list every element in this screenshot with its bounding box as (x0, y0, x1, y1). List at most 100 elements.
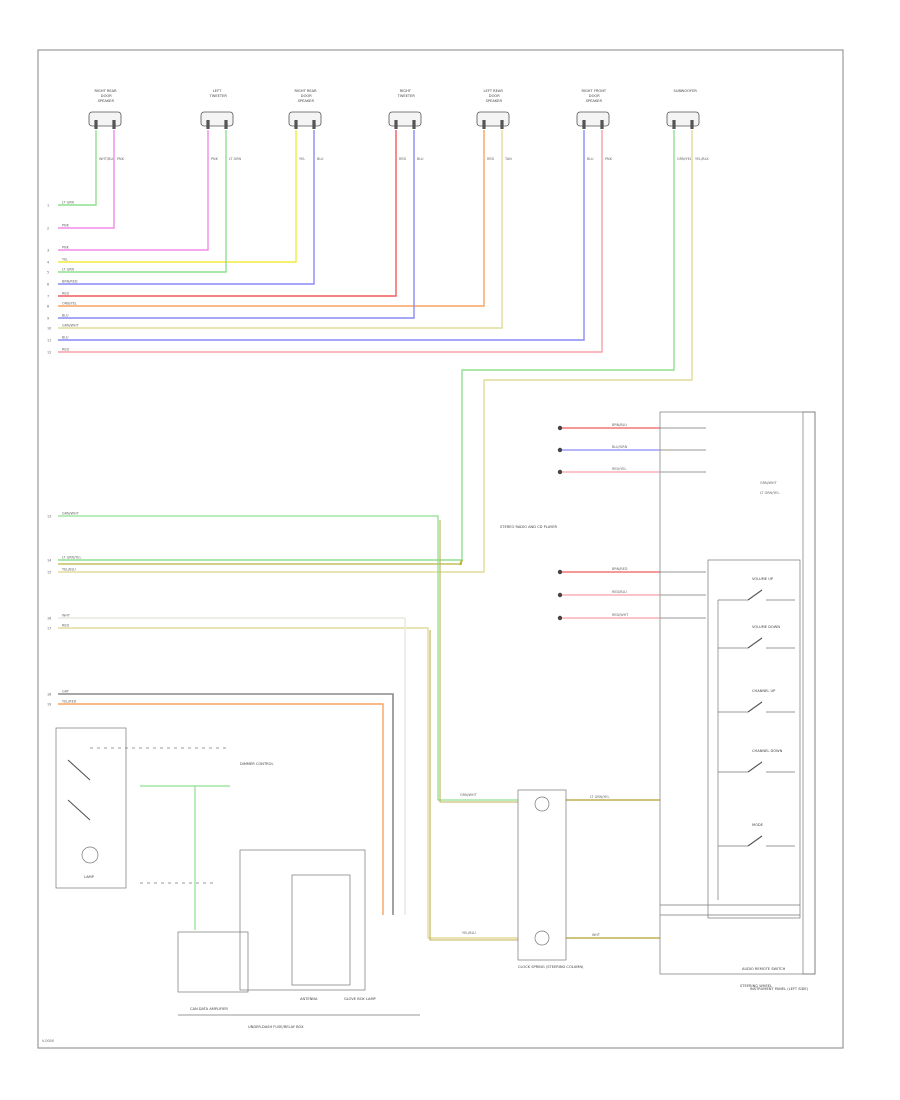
connector-label: DOOR (589, 94, 600, 98)
speaker-wire (58, 130, 485, 307)
connector-label: RIGHT (400, 89, 412, 93)
connector-pin (112, 120, 116, 129)
connector-pin (294, 120, 298, 129)
junction-label: UNDER-DASH FUSE/RELAY BOX (248, 1025, 304, 1029)
connector-wire-label: WHT/BLU (99, 157, 115, 161)
switch-wire-label: GRN/WHT (760, 481, 778, 485)
switch-label: MODE (752, 823, 764, 827)
bus-wire-label: PNK (62, 246, 70, 250)
clock-wire-label: YEL/BLU (462, 931, 476, 935)
bus-pin-number: 1 (47, 203, 49, 207)
bus-wire-label: LT GRN (62, 201, 75, 205)
connector-wire-label: YEL (299, 157, 305, 161)
connector-label: DOOR (101, 94, 112, 98)
radio-plug-dot (557, 425, 563, 431)
amplifier-box (177, 931, 249, 993)
bus-pin-number: 2 (47, 226, 49, 230)
bus-pin-number: 9 (47, 316, 49, 320)
connector-wire-label: RED (399, 157, 406, 161)
bus-wire-label: BLU (62, 336, 69, 340)
connector-pin (582, 120, 586, 129)
bus-wire-label: GRN/WHT (62, 324, 80, 328)
radio-plug-label: RED/BLU (612, 590, 627, 594)
bus-pin-number: 6 (47, 282, 49, 286)
speaker-wire (58, 130, 585, 341)
bus-wire-label: BRN/RED (62, 280, 78, 284)
subwoofer-wire-tan (58, 130, 693, 573)
dimmer-switch-blade-2 (67, 799, 91, 821)
dash-label: INSTRUMENT PANEL (LEFT SIDE) (750, 987, 809, 991)
connector-pin (600, 120, 604, 129)
bus-wire-label: LT GRN (62, 268, 75, 272)
radio-label: STEREO RADIO AND CD PLAYER (500, 525, 557, 529)
bus-pin-number: 10 (47, 326, 51, 330)
clock-spring-coil-top (534, 796, 550, 812)
connector-body (288, 111, 322, 127)
white-wire (58, 617, 406, 915)
connector-body (576, 111, 610, 127)
connector-wire-label: BLU (317, 157, 324, 161)
mid-wire-label: WHT (62, 614, 71, 618)
connector-wire-label: BLU (417, 157, 424, 161)
connector-label: LEFT REAR (484, 89, 504, 93)
antenna-inner (291, 874, 351, 986)
clock-spring-coil-bottom (534, 930, 550, 946)
connector-body (476, 111, 510, 127)
connector-body (666, 111, 700, 127)
mid-wire-label: RED (62, 624, 69, 628)
connector-body (388, 111, 422, 127)
amplifier-label: CAN DATA AMPLIFIER (190, 1007, 228, 1011)
connector-pin (394, 120, 398, 129)
connector-wire-label: YEL/BLK (695, 157, 709, 161)
connector-wire-label: BLU (587, 157, 594, 161)
radio-plugs: BRN/BLUBLU/GRNRED/YELBRN/REDRED/BLURED/W… (557, 423, 706, 621)
radio-plug-dot (557, 447, 563, 453)
speaker-wire (58, 130, 97, 206)
mid-wire-label: GRN/WHT (62, 512, 80, 516)
antenna-label: ANTENNA (300, 997, 318, 1001)
steering-wheel-label: STEERING WHEEL (740, 984, 772, 988)
clock-wire-label: WHT (592, 933, 601, 937)
connector-label: TWEETER (397, 94, 416, 98)
connector-body (200, 111, 234, 127)
mid-pin-number: 13 (47, 514, 51, 518)
radio-housing (659, 411, 816, 975)
switch-contact (747, 637, 763, 649)
clock-spring-label: CLOCK SPRING (STEERING COLUMN) (518, 965, 584, 969)
clock-spring-wire-1b (439, 520, 518, 803)
speaker-wire (58, 130, 315, 285)
speaker-wire (58, 130, 227, 273)
stereo-radio: STEREO RADIO AND CD PLAYER BRN/BLUBLU/GR… (500, 411, 816, 975)
bus-wire-label: ORN/YEL (62, 302, 77, 306)
speaker-wire (58, 130, 415, 319)
connector-pin (672, 120, 676, 129)
switch-contact (747, 835, 763, 847)
clock-spring-box (517, 789, 567, 961)
clock-spring-wire-1 (58, 515, 518, 801)
mid-pin-number: 17 (47, 626, 51, 630)
connector-pin (412, 120, 416, 129)
connector-wire-label: PNK (211, 157, 219, 161)
speaker-wire (58, 130, 603, 353)
switch-label: VOLUME DOWN (752, 625, 780, 629)
clock-spring-wire-2b (429, 630, 518, 941)
bus-wire-label: RED (62, 292, 69, 296)
mid-wire-label: YEL/BLU (62, 568, 76, 572)
bus-pin-number: 7 (47, 294, 49, 298)
bus-pin-number: 3 (47, 248, 49, 252)
mid-pin-number: 16 (47, 616, 51, 620)
mid-wire-label: LT GRN/YEL (62, 556, 81, 560)
connector-label: SPEAKER (98, 99, 115, 103)
switch-box (707, 559, 801, 919)
radio-plug-label: RED/YEL (612, 467, 626, 471)
connector-wire-label: RED (487, 157, 494, 161)
bus-pin-number: 5 (47, 270, 49, 274)
clock-wire-label: GRN/WHT (460, 793, 478, 797)
radio-plug-dot (557, 592, 563, 598)
mid-pin-number: 14 (47, 558, 51, 562)
corner-code: V-0000 (42, 1039, 54, 1043)
